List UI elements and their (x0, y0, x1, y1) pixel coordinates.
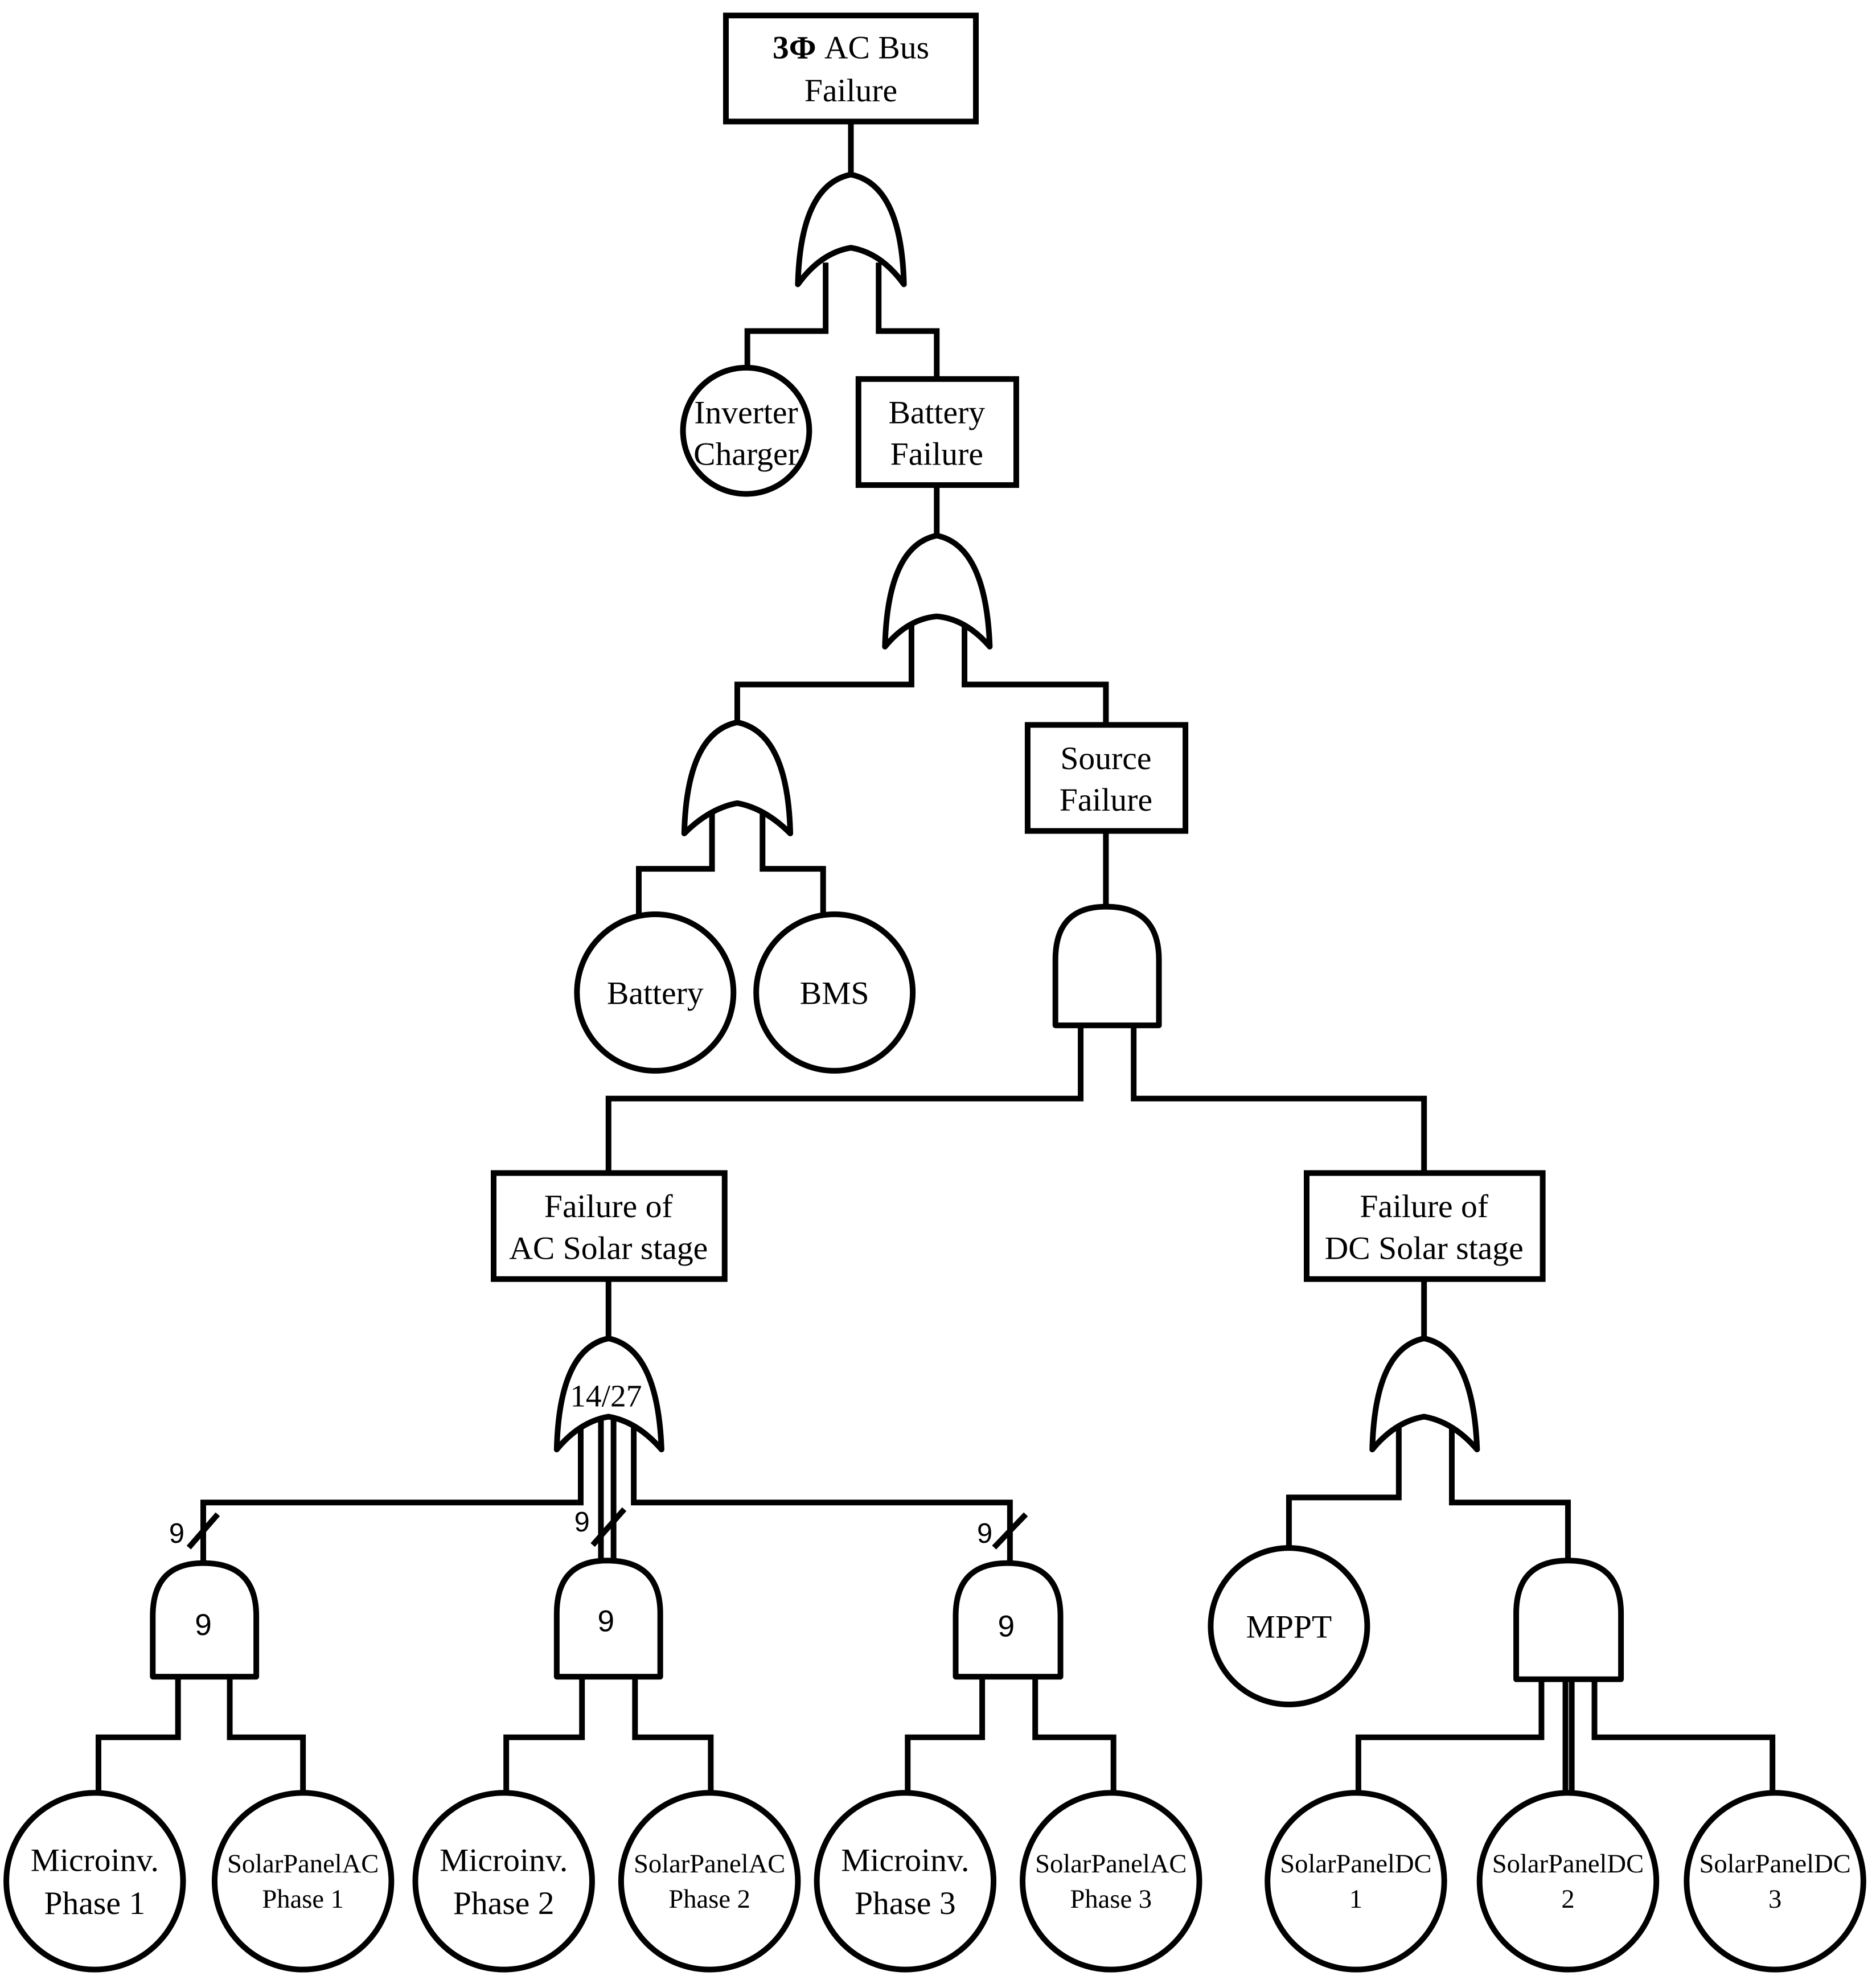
battery-failure-line1: Battery (888, 395, 985, 430)
dc-solar-stage-event: Failure of DC Solar stage (1303, 1170, 1546, 1282)
dc-stage-line2: DC Solar stage (1325, 1230, 1524, 1266)
mppt-label: MPPT (1246, 1609, 1332, 1645)
ac-solar-stage-event: Failure of AC Solar stage (490, 1170, 728, 1282)
panel-ac-phase-1-line2: Phase 1 (262, 1885, 344, 1914)
basic-event-microinv-phase-2: Microinv. Phase 2 (412, 1790, 595, 1973)
top-event: 3Φ AC Bus Failure (723, 13, 979, 125)
top-event-line2: Failure (804, 73, 897, 109)
microinv-phase-1-line1: Microinv. (31, 1843, 159, 1879)
ac-stage-line1: Failure of (544, 1189, 673, 1225)
and-gate-source-failure-icon (1052, 903, 1162, 1029)
and-gate-phase-3-label: 9 (997, 1609, 1015, 1643)
microinv-phase-1-line2: Phase 1 (44, 1885, 145, 1921)
inverter-charger-line2: Charger (693, 437, 799, 473)
or-gate-battery-bms-icon (681, 719, 794, 837)
and-gate-dc-panels-icon (1513, 1558, 1624, 1682)
panel-ac-phase-3-line1: SolarPanelAC (1035, 1850, 1187, 1879)
panel-ac-phase-3-line2: Phase 3 (1070, 1885, 1152, 1914)
source-failure-event: Source Failure (1024, 722, 1189, 834)
and-gate-phase-2-icon (553, 1558, 663, 1680)
dc-stage-line1: Failure of (1360, 1189, 1488, 1225)
vote-gate-label: 14/27 (570, 1379, 642, 1414)
basic-event-inverter-charger: Inverter Charger (680, 364, 812, 497)
basic-event-microinv-phase-1: Microinv. Phase 1 (3, 1790, 186, 1973)
and-gate-phase-2-label: 9 (598, 1604, 615, 1638)
or-gate-ac-bus-icon (795, 171, 907, 287)
microinv-phase-2-line1: Microinv. (440, 1843, 568, 1879)
panel-dc-3-line1: SolarPanelDC (1699, 1850, 1850, 1879)
panel-dc-2-line1: SolarPanelDC (1492, 1850, 1644, 1879)
multiplicity-phase-1: 9 (169, 1518, 184, 1549)
basic-event-microinv-phase-3: Microinv. Phase 3 (814, 1790, 997, 1973)
basic-event-bms: BMS (753, 911, 916, 1074)
vote-gate-ac-stage-icon (553, 1336, 664, 1453)
basic-event-panel-ac-phase-2: SolarPanelAC Phase 2 (618, 1790, 801, 1973)
and-gate-phase-1-label: 9 (195, 1608, 212, 1642)
battery-failure-event: Battery Failure (855, 376, 1019, 488)
and-gate-phase-3-icon (953, 1560, 1064, 1680)
svg-text:3Φ AC Bus: 3Φ AC Bus (773, 30, 929, 66)
basic-event-battery: Battery (574, 911, 737, 1074)
or-gate-battery-failure-icon (882, 532, 993, 650)
top-event-line1: AC Bus (816, 30, 930, 66)
basic-event-panel-dc-3: SolarPanelDC 3 (1684, 1790, 1866, 1973)
source-failure-line1: Source (1060, 741, 1151, 777)
multiplicity-phase-2: 9 (574, 1507, 590, 1538)
panel-dc-3-line2: 3 (1768, 1885, 1781, 1914)
panel-ac-phase-2-line1: SolarPanelAC (634, 1850, 785, 1879)
microinv-phase-3-line1: Microinv. (841, 1843, 969, 1879)
basic-event-panel-ac-phase-1: SolarPanelAC Phase 1 (211, 1790, 395, 1973)
battery-failure-line2: Failure (890, 437, 983, 473)
multiplicity-labels: 9 9 9 (169, 1507, 992, 1549)
microinv-phase-2-line2: Phase 2 (453, 1885, 555, 1921)
basic-event-mppt: MPPT (1208, 1545, 1370, 1708)
source-failure-line2: Failure (1060, 782, 1152, 818)
gate-labels: 14/27 9 9 9 (195, 1379, 1015, 1644)
panel-ac-phase-1-line1: SolarPanelAC (227, 1850, 379, 1879)
top-event-prefix: 3Φ (773, 30, 816, 66)
microinv-phase-3-line2: Phase 3 (855, 1885, 956, 1921)
or-gate-dc-stage-icon (1369, 1336, 1480, 1453)
multiplicity-phase-3: 9 (977, 1518, 992, 1549)
battery-label: Battery (607, 975, 704, 1011)
basic-event-panel-ac-phase-3: SolarPanelAC Phase 3 (1020, 1790, 1202, 1973)
and-gate-phase-1-icon (150, 1560, 260, 1680)
basic-event-panel-dc-2: SolarPanelDC 2 (1476, 1790, 1660, 1973)
basic-event-panel-dc-1: SolarPanelDC 1 (1265, 1790, 1447, 1973)
ac-stage-line2: AC Solar stage (509, 1230, 708, 1266)
panel-ac-phase-2-line2: Phase 2 (668, 1885, 750, 1914)
connector-lines (95, 118, 1776, 1793)
bms-label: BMS (800, 975, 869, 1011)
gates (150, 171, 1624, 1682)
panel-dc-1-line2: 1 (1349, 1885, 1362, 1914)
panel-dc-2-line2: 2 (1561, 1885, 1574, 1914)
inverter-charger-line1: Inverter (694, 395, 798, 430)
panel-dc-1-line1: SolarPanelDC (1280, 1850, 1431, 1879)
